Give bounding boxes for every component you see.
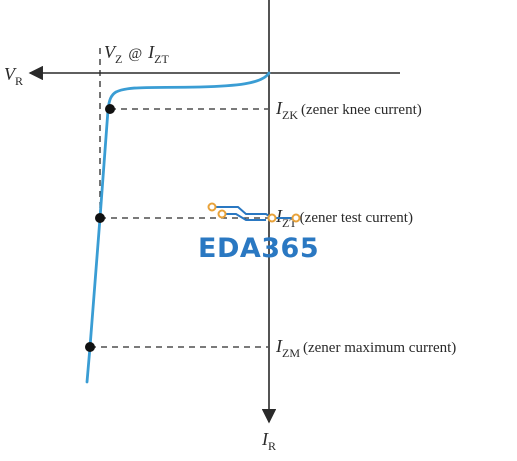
- zener-characteristic-curve: [85, 71, 271, 384]
- izk-annotation: IZK(zener knee current): [275, 98, 422, 122]
- izm-point: [85, 342, 95, 352]
- watermark-text: EDA365: [198, 233, 319, 264]
- izk-point: [105, 104, 115, 114]
- circuit-trace-icon: [207, 202, 301, 223]
- eda365-watermark: EDA365: [198, 202, 319, 264]
- izt-annotation: IZT(zener test current): [275, 206, 413, 230]
- y-axis-label: IR: [261, 429, 276, 453]
- vz-at-izt-label: VZ@IZT: [104, 42, 170, 66]
- izm-annotation: IZM(zener maximum current): [275, 336, 456, 360]
- x-axis-label: VR: [4, 64, 23, 88]
- izt-point: [95, 213, 105, 223]
